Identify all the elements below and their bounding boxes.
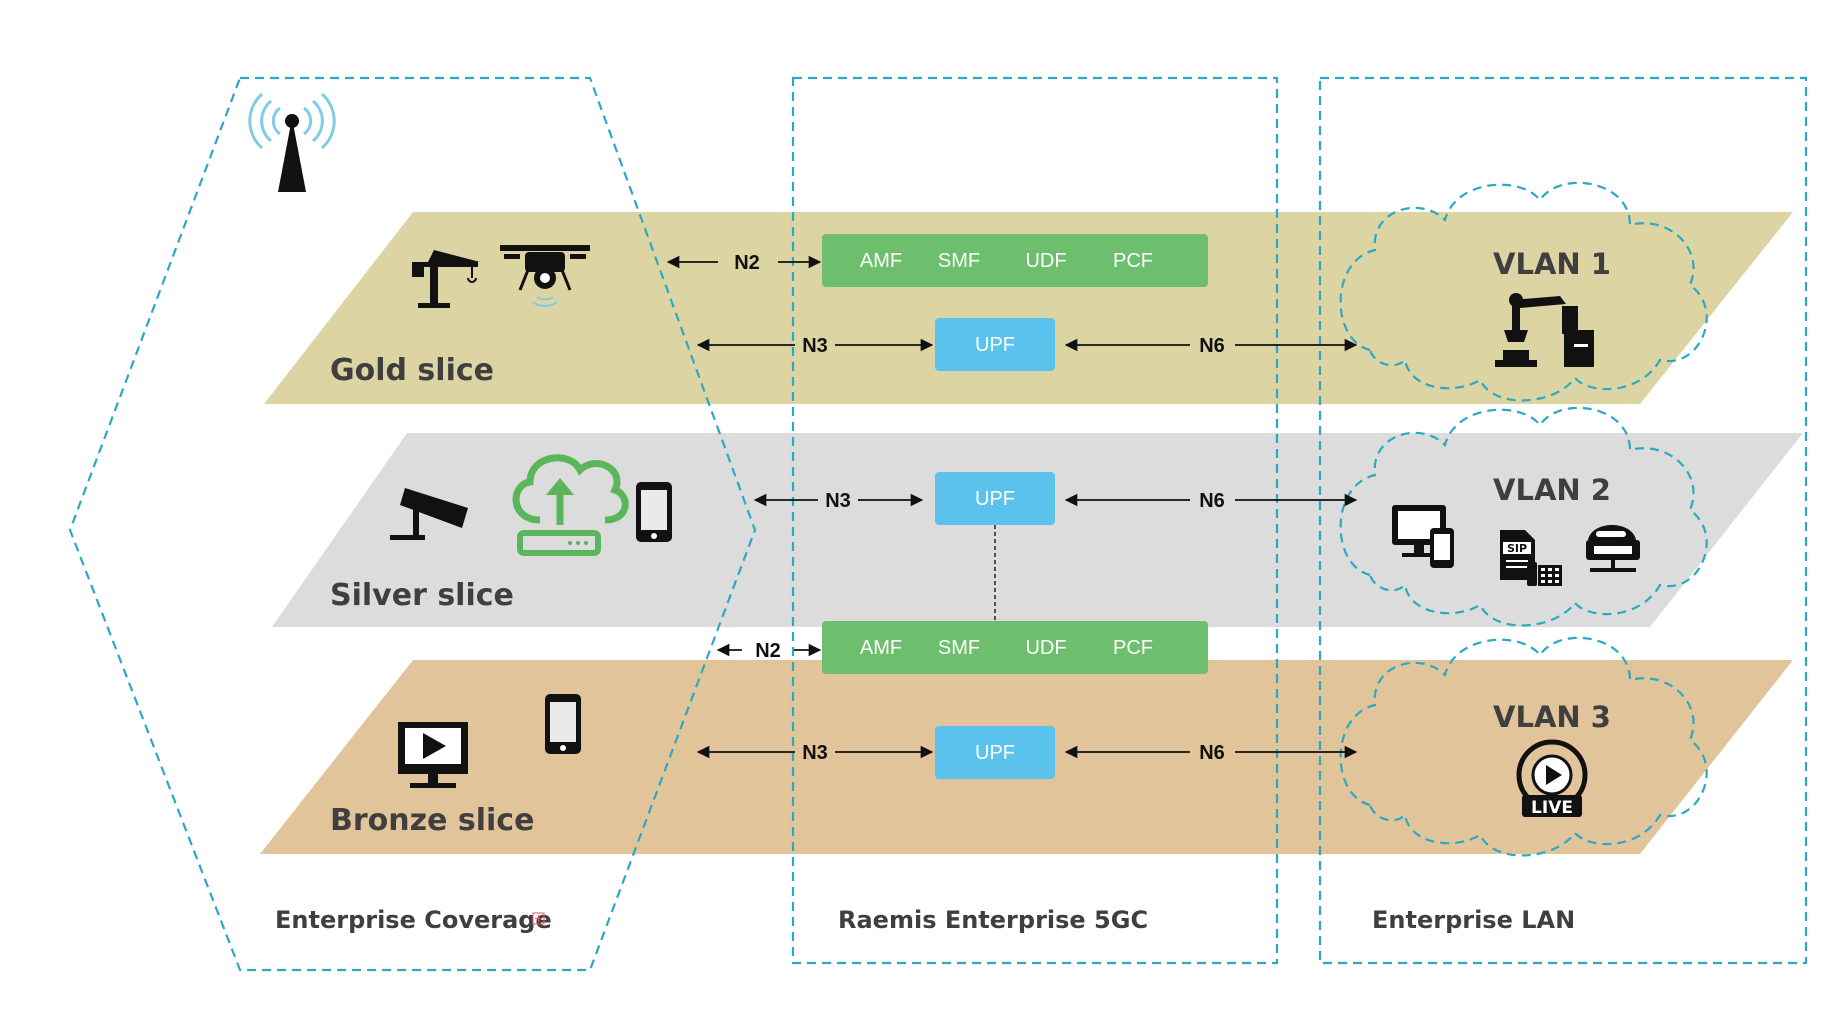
drone-icon	[500, 245, 590, 307]
video-monitor-icon	[398, 722, 468, 788]
bronze-slice-label: Bronze slice	[330, 803, 534, 838]
cp-gold-smf: SMF	[938, 250, 980, 272]
gold-n2-label: N2	[734, 252, 760, 274]
gold-n6-label: N6	[1199, 335, 1225, 357]
cp-gold-udf: UDF	[1025, 250, 1066, 272]
5gc-boundary	[791, 76, 1279, 965]
vlan2-cloud	[1339, 406, 1708, 627]
antenna-icon	[248, 92, 336, 192]
coverage-region-label: Enterprise Coverage	[275, 906, 552, 934]
live-stream-icon: LIVE	[1516, 739, 1588, 818]
vlan1-cloud	[1339, 181, 1708, 402]
cp-shared-pcf: PCF	[1113, 637, 1153, 659]
shared-n2-label: N2	[755, 640, 781, 662]
gold-slice-band	[264, 212, 1793, 404]
smartphone-icon	[545, 694, 581, 754]
cp-shared-udf: UDF	[1025, 637, 1066, 659]
smartphone-icon	[636, 482, 672, 542]
silver-slice-label: Silver slice	[330, 578, 514, 613]
cloud-upload-router-icon	[512, 454, 629, 556]
gold-control-plane	[822, 234, 1208, 287]
upf-bronze	[935, 726, 1055, 779]
upf-silver	[935, 472, 1055, 525]
shared-control-plane	[822, 621, 1208, 674]
lan-boundary	[1318, 76, 1808, 965]
robotic-arm-icon	[1495, 293, 1566, 367]
upf-silver-label: UPF	[975, 488, 1015, 510]
gold-n3-label: N3	[802, 335, 828, 357]
vlan1-label: VLAN 1	[1493, 247, 1611, 281]
cctv-camera-icon	[390, 488, 468, 540]
voip-phone-icon	[1586, 525, 1640, 572]
server-tower-icon	[1562, 306, 1594, 367]
silver-n3-label: N3	[825, 490, 851, 512]
cp-gold-amf: AMF	[860, 250, 902, 272]
cp-shared-amf: AMF	[860, 637, 902, 659]
bronze-n3-label: N3	[802, 742, 828, 764]
live-badge-label: LIVE	[1531, 798, 1573, 818]
bronze-n6-label: N6	[1199, 742, 1225, 764]
crane-icon	[412, 250, 480, 308]
upf-gold	[935, 318, 1055, 371]
upf-gold-label: UPF	[975, 334, 1015, 356]
vlan3-label: VLAN 3	[1493, 700, 1611, 734]
gold-slice-label: Gold slice	[330, 353, 494, 388]
expand-icon	[532, 912, 545, 925]
vlan3-cloud	[1339, 636, 1708, 857]
sip-badge-label: SIP	[1507, 542, 1527, 555]
core-region-label: Raemis Enterprise 5GC	[838, 906, 1148, 934]
silver-slice-band	[272, 433, 1803, 627]
upf-bronze-label: UPF	[975, 742, 1015, 764]
vlan2-label: VLAN 2	[1493, 473, 1611, 507]
cp-shared-smf: SMF	[938, 637, 980, 659]
desktop-phone-icon	[1392, 505, 1454, 568]
sip-phone-icon: SIP	[1500, 530, 1562, 586]
lan-region-label: Enterprise LAN	[1372, 906, 1575, 934]
silver-n6-label: N6	[1199, 490, 1225, 512]
enterprise-coverage-boundary	[68, 76, 757, 972]
cp-gold-pcf: PCF	[1113, 250, 1153, 272]
